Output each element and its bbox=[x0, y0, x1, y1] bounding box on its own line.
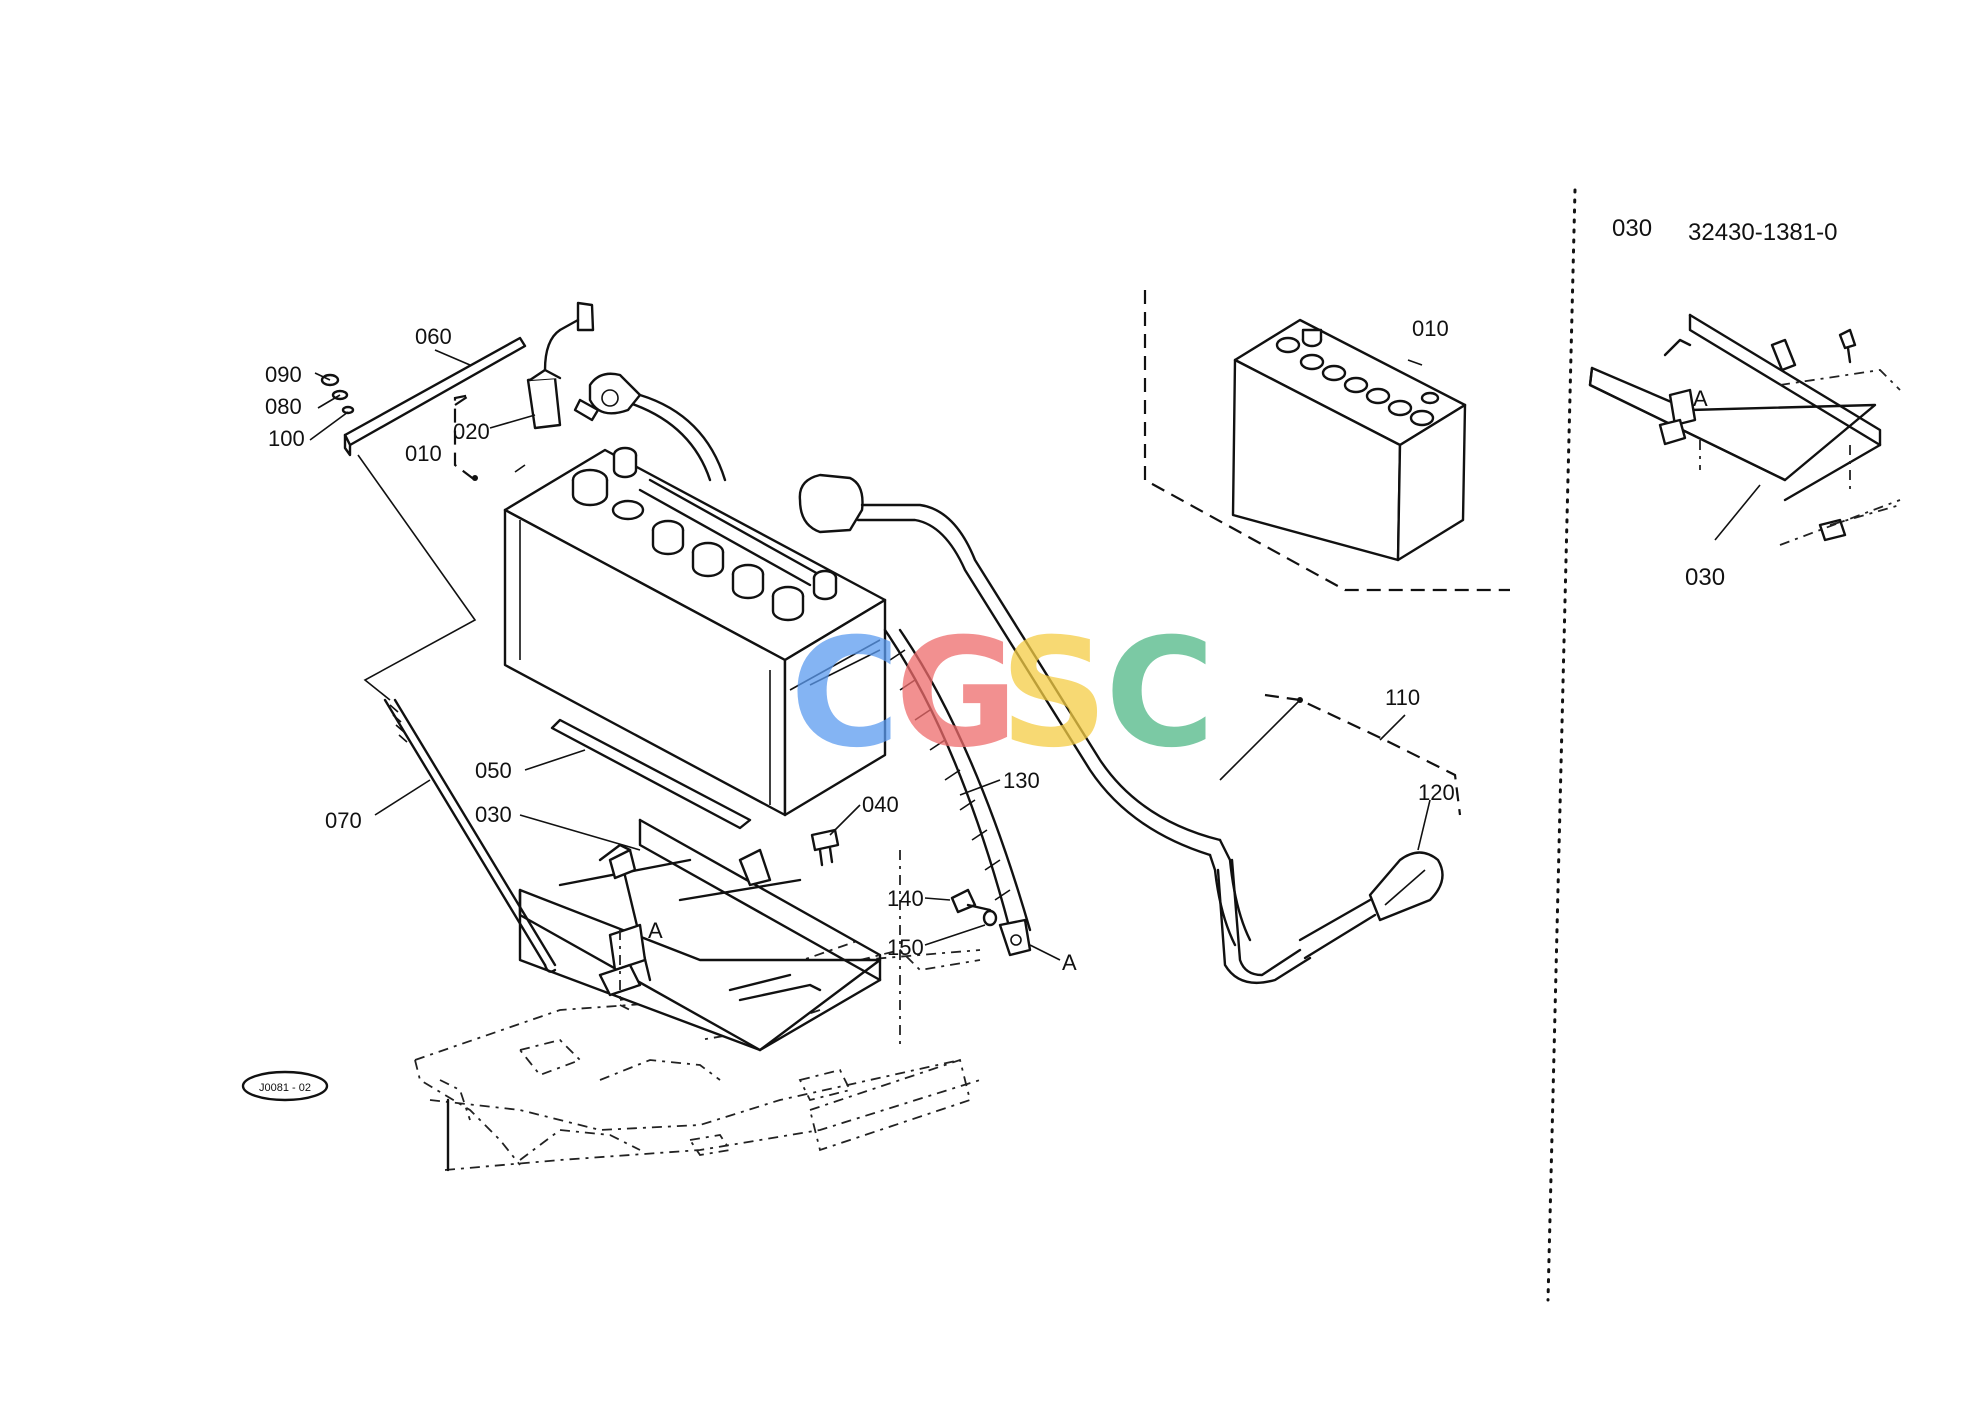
label-010: 010 bbox=[405, 441, 442, 466]
label-ref-a-tray: A bbox=[648, 918, 663, 943]
label-090: 090 bbox=[265, 362, 302, 387]
label-130: 130 bbox=[1003, 768, 1040, 793]
label-080: 080 bbox=[265, 394, 302, 419]
drawing-code-badge: J0081 - 02 bbox=[241, 1070, 329, 1102]
inset-battery: 010 bbox=[1143, 290, 1510, 592]
battery-caps bbox=[571, 446, 838, 622]
bolt bbox=[810, 828, 840, 867]
inset-battery-label: 010 bbox=[1412, 316, 1449, 341]
label-070: 070 bbox=[325, 808, 362, 833]
label-150: 150 bbox=[887, 935, 924, 960]
battery-pad bbox=[550, 718, 752, 830]
terminal-boot bbox=[1368, 851, 1444, 922]
label-060: 060 bbox=[415, 324, 452, 349]
battery-main bbox=[503, 446, 887, 817]
terminal-bolt bbox=[950, 888, 998, 927]
label-120: 120 bbox=[1418, 780, 1455, 805]
drawing-code: J0081 - 02 bbox=[259, 1082, 311, 1094]
label-030: 030 bbox=[475, 802, 512, 827]
label-140: 140 bbox=[887, 886, 924, 911]
battery-tray bbox=[518, 818, 882, 1052]
hold-down-bracket bbox=[343, 336, 527, 457]
sensor bbox=[526, 301, 595, 430]
cable-terminal bbox=[573, 372, 642, 422]
watermark-letter-3: S bbox=[1000, 607, 1108, 781]
label-100: 100 bbox=[268, 426, 305, 451]
hold-down-rod bbox=[383, 698, 557, 973]
watermark: C G S C bbox=[790, 607, 1215, 781]
watermark-letter-2: G bbox=[895, 607, 1018, 781]
nut-washer-set bbox=[320, 373, 355, 415]
inset-tray-part-number: 32430-1381-0 bbox=[1688, 219, 1837, 246]
label-110: 110 bbox=[1385, 685, 1420, 710]
label-040: 040 bbox=[862, 792, 899, 817]
positive-cable bbox=[798, 473, 1377, 985]
watermark-letter-1: C bbox=[790, 607, 900, 781]
label-050: 050 bbox=[475, 758, 512, 783]
inset-tray-code: 030 bbox=[1612, 215, 1652, 242]
inset-tray-label: 030 bbox=[1685, 564, 1725, 591]
label-020: 020 bbox=[453, 419, 490, 444]
watermark-letter-4: C bbox=[1105, 607, 1215, 781]
inset-tray-ref-a: A bbox=[1693, 386, 1708, 411]
leader-lines bbox=[309, 349, 1462, 961]
label-ref-a: A bbox=[1062, 950, 1077, 975]
inset-tray: 030 32430-1381-0 A 030 bbox=[1588, 215, 1901, 591]
ground-cable bbox=[618, 393, 1032, 957]
divider bbox=[1546, 188, 1577, 1302]
